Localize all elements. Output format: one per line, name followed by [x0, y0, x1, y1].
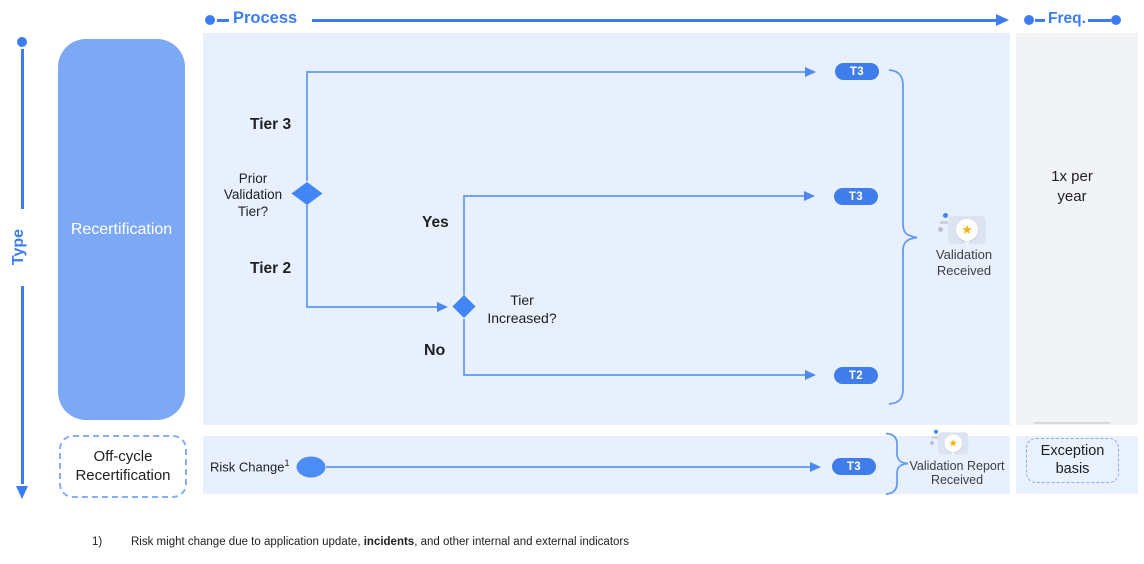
gold-star-medal-icon: ★ [944, 434, 962, 453]
decision-diamond-tier-increased [452, 295, 476, 318]
tier2-branch-label: Tier 2 [250, 260, 292, 277]
validation-received-label: Validation Received [935, 247, 993, 278]
risk-change-label: Risk Change1 [210, 458, 290, 475]
footnote-text: Risk might change due to application upd… [131, 536, 630, 548]
certificate-ribbon [963, 239, 971, 245]
decision-tier-increased-label: Tier Increased? [487, 292, 557, 326]
exception-basis-box: Exception basis [1026, 438, 1119, 483]
frequency-axis-start-dot [1024, 15, 1034, 25]
sparkle-dot-icon [934, 429, 938, 434]
connector-tier3-to-t3 [306, 67, 816, 181]
gold-star-medal-icon: ★ [956, 219, 978, 241]
process-axis-label: Process [233, 9, 298, 27]
offcycle-recertification-box: Off-cycle Recertification [59, 435, 187, 498]
process-axis-arrowhead-icon [996, 13, 1009, 26]
process-axis-line [217, 18, 229, 22]
sparkle-dash-icon [940, 221, 948, 224]
frequency-axis-end-dot [1111, 15, 1121, 25]
frequency-axis-line [1035, 18, 1045, 22]
exception-basis-label: Exception basis [1040, 442, 1105, 477]
yes-branch-label: Yes [422, 214, 449, 231]
recertification-box: Recertification [58, 39, 185, 420]
footnote-marker: 1) [92, 536, 103, 548]
decision-diamond-prior-tier [291, 182, 323, 205]
brace-validation-received [888, 69, 918, 405]
tier-pill-t3-offcycle: T3 [832, 458, 876, 475]
process-panel-recertification [203, 33, 1010, 425]
brace-validation-report [885, 432, 909, 495]
type-axis-line [20, 49, 24, 209]
sparkle-dot-icon [943, 213, 948, 218]
decision-prior-tier-label: Prior Validation Tier? [223, 171, 283, 219]
tier3-branch-label: Tier 3 [250, 116, 292, 133]
tier-pill-t3-top: T3 [835, 63, 879, 80]
type-axis-line [20, 286, 24, 484]
validation-report-received-label: Validation Report Received [909, 459, 1005, 488]
certificate-icon: ★ [938, 212, 986, 248]
offcycle-recertification-label: Off-cycle Recertification [75, 448, 171, 484]
recertification-label: Recertification [70, 220, 173, 238]
tier-pill-t3-middle: T3 [834, 188, 878, 205]
no-branch-label: No [424, 342, 446, 359]
certificate-icon: ★ [930, 429, 969, 458]
tier-pill-t2: T2 [834, 367, 878, 384]
type-axis-arrowhead-icon [15, 486, 28, 499]
frequency-axis-line [1088, 18, 1111, 22]
frequency-column-divider [1034, 422, 1110, 424]
frequency-column [1016, 33, 1138, 425]
sparkle-dash-icon [931, 436, 938, 439]
sparkle-dot-icon [930, 441, 934, 445]
process-axis-start-dot [205, 15, 215, 25]
footnote-reference: 1 [284, 458, 290, 468]
process-axis-line [312, 18, 996, 22]
sparkle-dot-icon [938, 227, 943, 232]
frequency-axis-label: Freq. [1048, 10, 1086, 27]
connector-no-to-t2 [463, 319, 816, 380]
type-axis-start-dot [17, 37, 27, 47]
certificate-ribbon [950, 450, 957, 456]
frequency-annual-label: 1x per year [1051, 168, 1093, 205]
connector-tier2-to-decision [306, 205, 448, 312]
connector-yes-to-t3 [463, 191, 815, 295]
riskchange-start-node [296, 456, 326, 478]
